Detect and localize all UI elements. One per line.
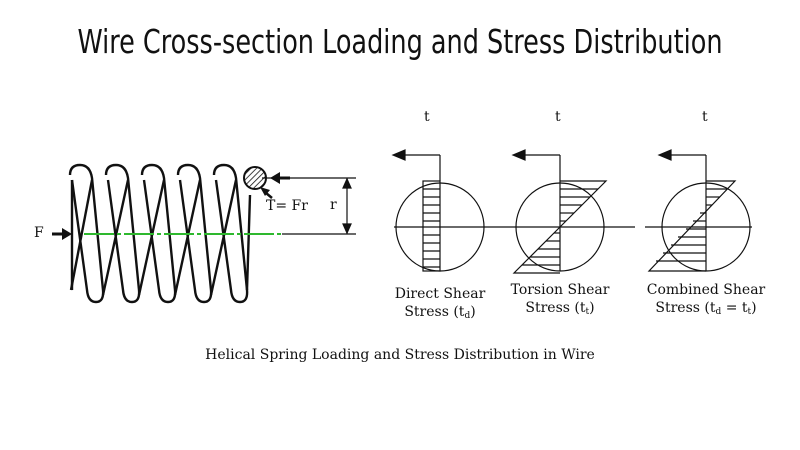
combined-shear-panel [647, 149, 751, 272]
direct-shear-panel [391, 149, 485, 272]
panel-1-caption-line2: Stress (td) [404, 304, 476, 321]
panel-3-caption: Combined Shear Stress (td = tt) [636, 281, 776, 321]
panel-2-axis-label: t [555, 109, 561, 125]
radius-dimension [262, 177, 356, 235]
panel-1-caption-line1: Direct Shear [394, 286, 486, 302]
panel-2-caption-line2: Stress (tt) [525, 300, 595, 317]
combined-shear-shape [647, 180, 737, 272]
panel-2-caption: Torsion Shear Stress (tt) [500, 281, 620, 321]
radius-label: r [330, 197, 337, 213]
panel-3-axis-label: t [702, 109, 708, 125]
figure-caption: Helical Spring Loading and Stress Distri… [205, 347, 595, 363]
direct-shear-block [422, 180, 441, 272]
direct-shear-hatch [423, 188, 440, 268]
torsion-shear-triangles [512, 180, 608, 274]
panel-1-axis-label: t [424, 109, 430, 125]
force-arrow [52, 228, 72, 240]
panel-3-caption-line2: Stress (td = tt) [655, 300, 757, 317]
helical-spring [68, 163, 252, 304]
panel-2-caption-line1: Torsion Shear [510, 282, 610, 298]
torsion-shear-hatch [522, 188, 598, 266]
torsion-shear-panel [511, 149, 608, 274]
torque-label: T= Fr [266, 198, 308, 214]
page-title: Wire Cross-section Loading and Stress Di… [77, 22, 723, 61]
force-label: F [34, 225, 44, 241]
panel-3-caption-line1: Combined Shear [646, 282, 766, 298]
combined-shear-hatch [656, 188, 727, 262]
torque-arrow [260, 187, 273, 199]
panel-1-caption: Direct Shear Stress (td) [380, 285, 500, 325]
